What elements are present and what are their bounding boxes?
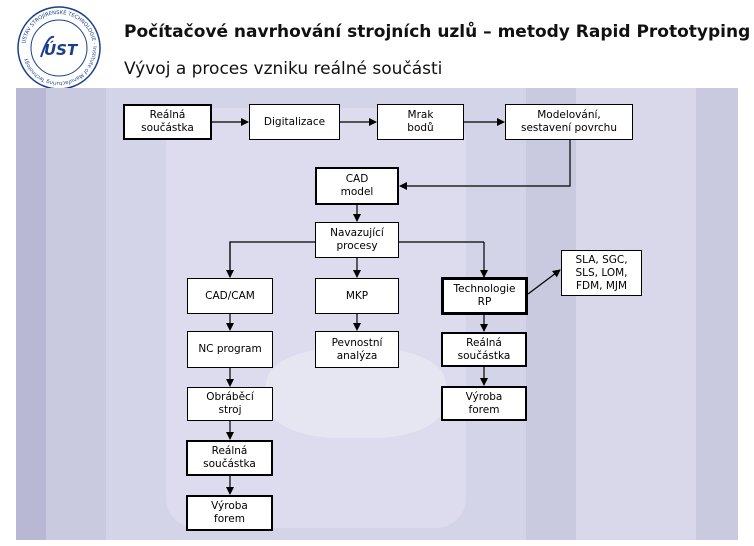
arrow-modelovani-cad: [399, 140, 571, 190]
node-navazujici-procesy: Navazující procesy: [315, 222, 399, 258]
node-realna-soucastka-input: Reálná součástka: [123, 104, 212, 140]
branch-line: [229, 241, 315, 277]
node-nc-program: NC program: [187, 331, 273, 368]
node-vyroba-forem-nc: Výroba forem: [186, 495, 273, 531]
node-digitalizace: Digitalizace: [249, 104, 340, 140]
logo-text: ÚST: [44, 40, 79, 59]
node-pevnostni-analyza: Pevnostní analýza: [315, 331, 399, 368]
node-cad-model: CAD model: [315, 167, 399, 205]
slide-subtitle: Vývoj a proces vzniku reálné součásti: [124, 59, 443, 79]
node-technologie-rp: Technologie RP: [441, 277, 528, 315]
node-vyroba-forem-rp: Výroba forem: [441, 386, 527, 421]
node-mrak-bodu: Mrak bodů: [377, 104, 464, 140]
institute-logo: ÚSTAV STROJÍRENSKÉ TECHNOLOGIE · Institu…: [17, 6, 101, 90]
node-rp-metody: SLA, SGC, SLS, LOM, FDM, MJM: [561, 250, 642, 296]
node-cad-cam: CAD/CAM: [187, 278, 273, 314]
node-realna-soucastka-rp: Reálná součástka: [441, 332, 527, 367]
arrow-technologie-metody: [527, 269, 561, 295]
background-photo: [16, 88, 738, 540]
node-modelovani: Modelování, sestavení povrchu: [505, 104, 633, 140]
node-obrabeci-stroj: Obráběcí stroj: [187, 387, 273, 421]
node-realna-soucastka-nc: Reálná součástka: [186, 440, 273, 476]
node-mkp: MKP: [315, 278, 399, 314]
slide-title: Počítačové navrhování strojních uzlů – m…: [124, 22, 751, 42]
